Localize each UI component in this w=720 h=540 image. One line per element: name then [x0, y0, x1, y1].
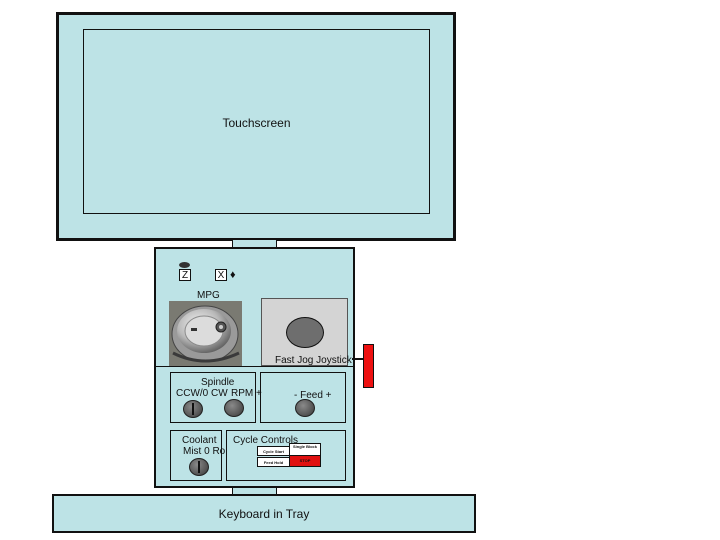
diamond-icon: ♦ [230, 269, 236, 281]
coolant-title: Coolant [182, 435, 217, 446]
spindle-title: Spindle [201, 377, 235, 388]
spindle-rpm-knob[interactable] [224, 399, 244, 417]
joystick-knob[interactable] [286, 317, 324, 348]
spindle-rpm-label: RPM + [231, 388, 262, 399]
handwheel-icon [169, 301, 242, 366]
joystick-label: Fast Jog Joystick [275, 355, 352, 366]
feed-hold-button[interactable]: Feed Hold [257, 457, 290, 467]
joystick-box[interactable] [261, 298, 348, 366]
eye-icon [179, 262, 190, 268]
monitor-frame: Touchscreen [56, 12, 456, 241]
knob-indicator-icon [198, 461, 200, 473]
touchscreen-area[interactable]: Touchscreen [83, 29, 430, 214]
feed-group: - Feed + [260, 372, 346, 423]
keyboard-tray[interactable]: Keyboard in Tray [52, 494, 476, 533]
knob-indicator-icon [192, 403, 194, 415]
cycle-start-button[interactable]: Cycle Start [257, 446, 290, 456]
z-axis-button[interactable]: Z [179, 269, 191, 281]
feed-label: - Feed + [294, 390, 332, 401]
touchscreen-label: Touchscreen [222, 116, 291, 130]
spindle-group: Spindle CCW/0 CW RPM + [170, 372, 262, 423]
coolant-position-label: Mist 0 Ro [183, 446, 226, 457]
control-pendant: Z X ♦ MPG Fast Jog Joystick [154, 247, 355, 488]
spindle-direction-label: CCW/0 CW [176, 388, 228, 399]
cycle-controls-group: Cycle Controls Cycle Start Single Block … [226, 430, 346, 481]
mpg-handwheel[interactable] [169, 301, 242, 366]
pendant-divider [156, 366, 353, 367]
coolant-group: Coolant Mist 0 Ro [170, 430, 226, 481]
jog-lever[interactable] [363, 344, 374, 388]
coolant-knob[interactable] [189, 458, 209, 476]
spindle-direction-knob[interactable] [183, 400, 203, 418]
keyboard-label: Keyboard in Tray [218, 507, 310, 521]
x-axis-button[interactable]: X [215, 269, 227, 281]
jog-lever-stem [352, 358, 364, 360]
cycle-controls-title: Cycle Controls [233, 435, 299, 446]
mpg-label: MPG [197, 290, 220, 301]
stop-button[interactable]: STOP [289, 455, 321, 467]
feed-override-knob[interactable] [295, 399, 315, 417]
